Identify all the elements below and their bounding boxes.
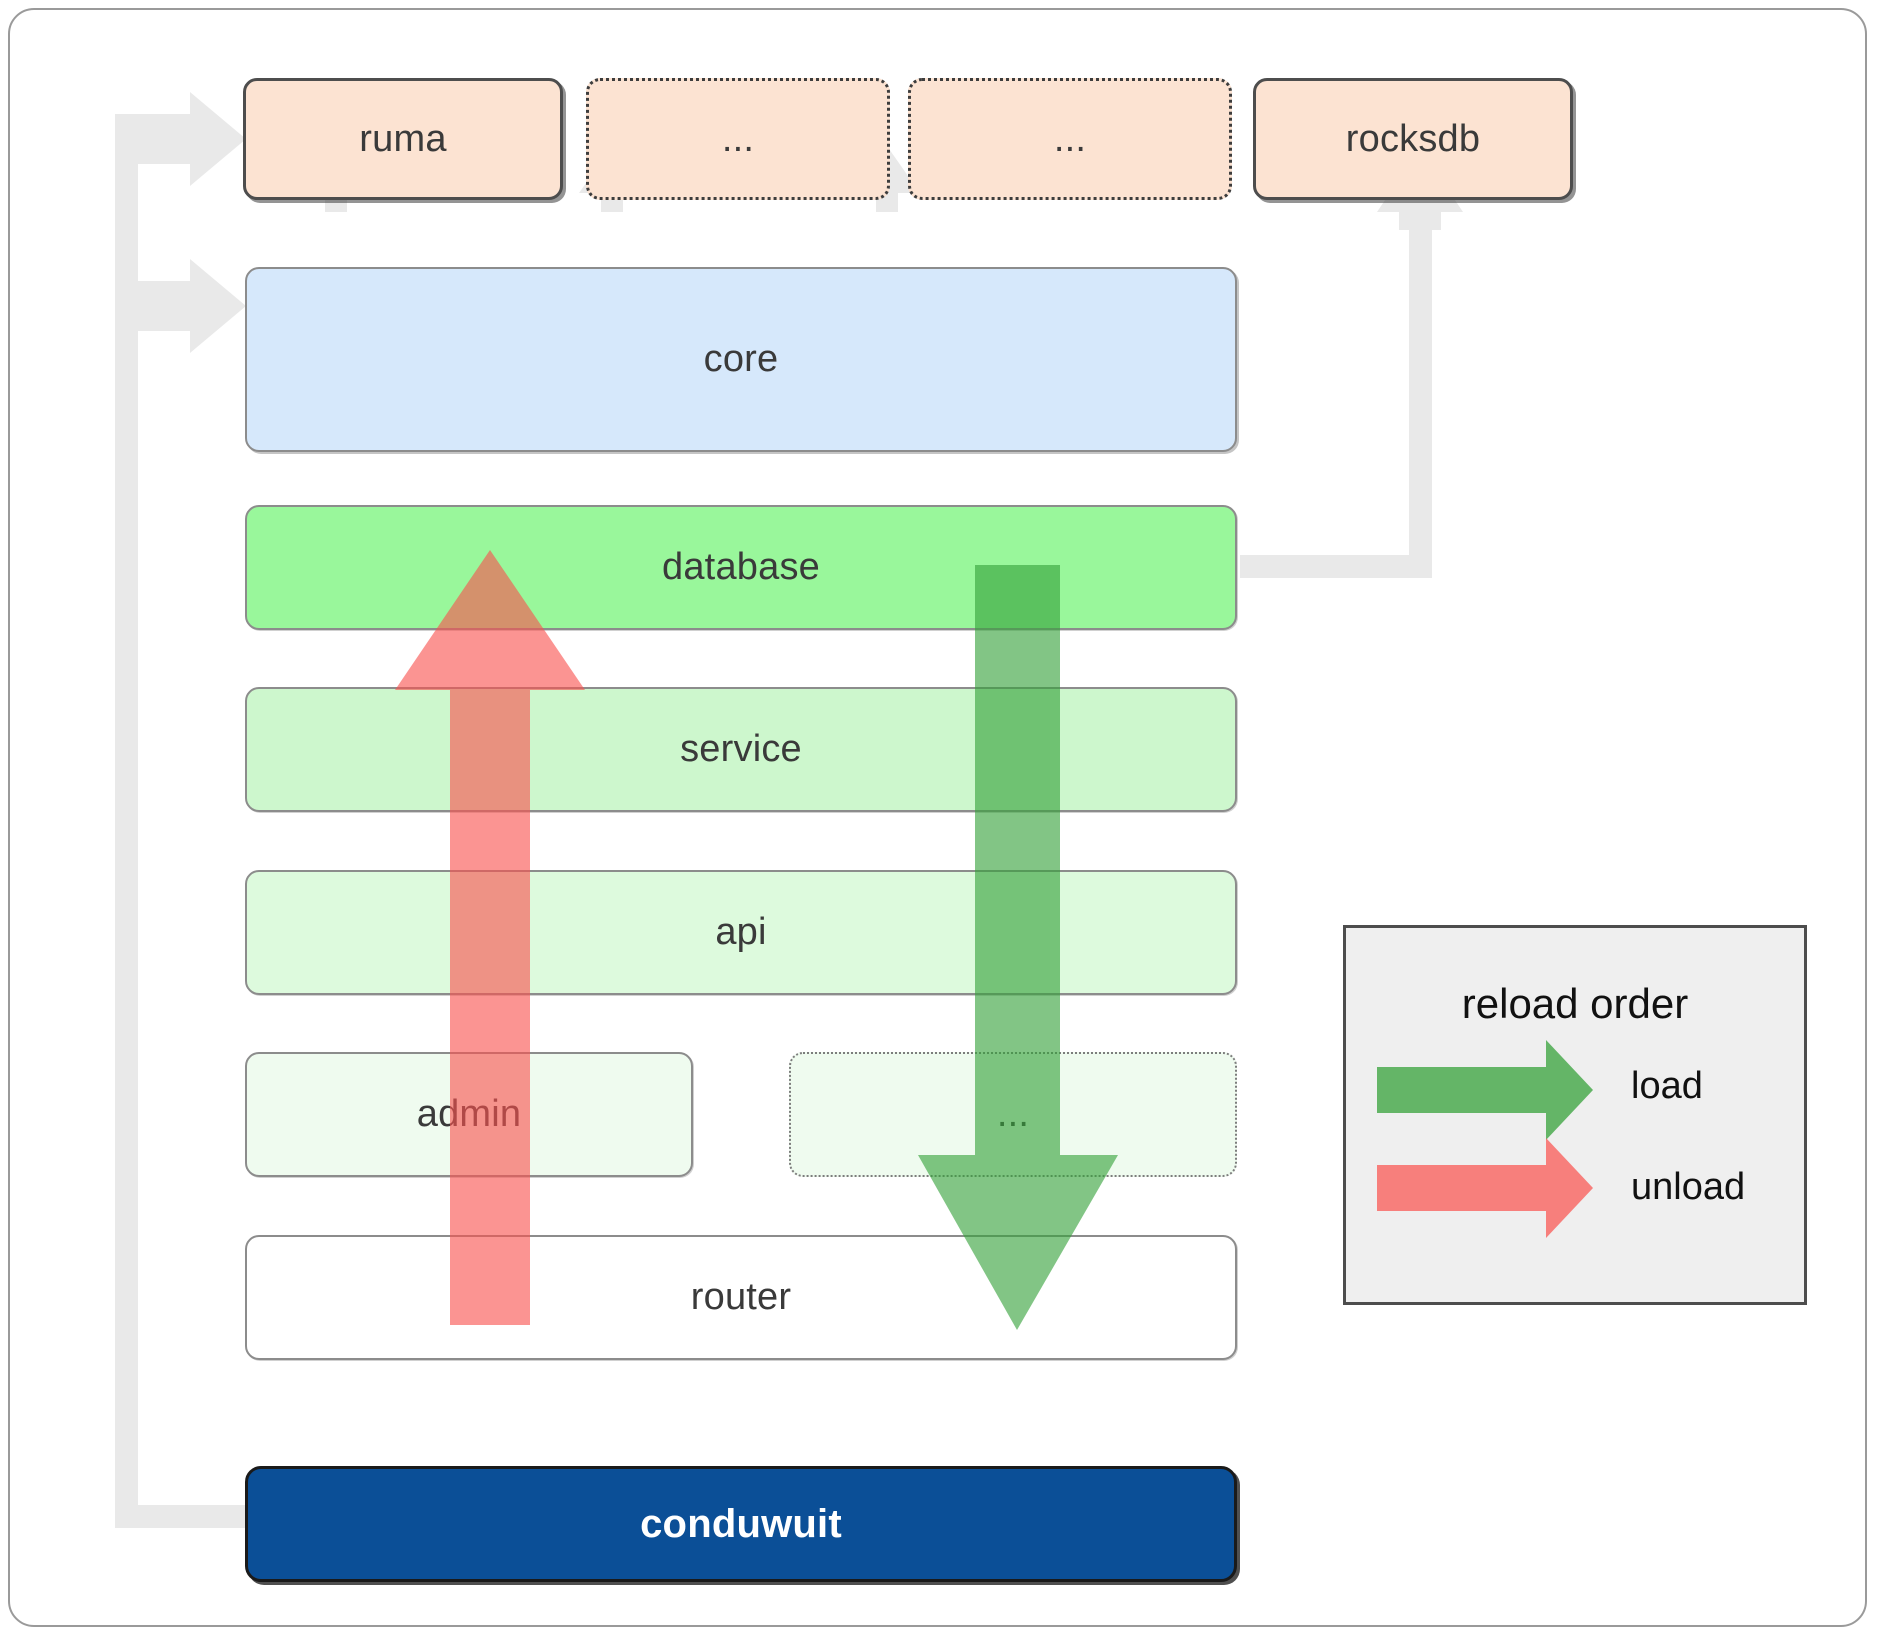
legend-label-unload: unload bbox=[1631, 1166, 1746, 1208]
layer-box-service[interactable]: service bbox=[245, 687, 1237, 812]
diagram-outer-frame bbox=[8, 8, 1867, 1627]
legend-arrow-icons bbox=[1377, 1040, 1593, 1238]
layer-box-admin[interactable]: admin bbox=[245, 1052, 693, 1177]
load-arrow-icon bbox=[1377, 1040, 1593, 1140]
conduwuit-label: conduwuit bbox=[640, 1501, 842, 1546]
layer-box-database[interactable]: database bbox=[245, 505, 1237, 630]
dependency-box-rocksdb[interactable]: rocksdb bbox=[1253, 78, 1573, 200]
layer-label-database: database bbox=[662, 546, 820, 588]
legend-panel: reload order load unload bbox=[1343, 925, 1807, 1305]
unload-arrow-icon bbox=[1377, 1138, 1593, 1238]
layer-box-router[interactable]: router bbox=[245, 1235, 1237, 1360]
core-label: core bbox=[703, 338, 779, 380]
dependency-label-placeholder-1: ... bbox=[721, 117, 755, 160]
core-box[interactable]: core bbox=[245, 267, 1237, 452]
layer-label-service: service bbox=[680, 728, 802, 770]
dependency-label-ruma: ruma bbox=[359, 117, 447, 160]
dependency-label-placeholder-2: ... bbox=[1053, 117, 1087, 160]
dependency-label-rocksdb: rocksdb bbox=[1345, 117, 1481, 160]
layer-label-router: router bbox=[690, 1276, 792, 1318]
dependency-box-placeholder-2[interactable]: ... bbox=[908, 78, 1232, 200]
layer-label-admin: admin bbox=[416, 1093, 522, 1135]
layer-box-api[interactable]: api bbox=[245, 870, 1237, 995]
legend-title: reload order bbox=[1461, 980, 1689, 1027]
layer-box-placeholder[interactable]: ... bbox=[789, 1052, 1237, 1177]
layer-label-api: api bbox=[715, 911, 767, 953]
layer-label-placeholder: ... bbox=[996, 1093, 1030, 1135]
conduwuit-box[interactable]: conduwuit bbox=[245, 1466, 1237, 1582]
legend-label-load: load bbox=[1631, 1065, 1703, 1107]
dependency-box-placeholder-1[interactable]: ... bbox=[586, 78, 890, 200]
dependency-box-ruma[interactable]: ruma bbox=[243, 78, 563, 200]
